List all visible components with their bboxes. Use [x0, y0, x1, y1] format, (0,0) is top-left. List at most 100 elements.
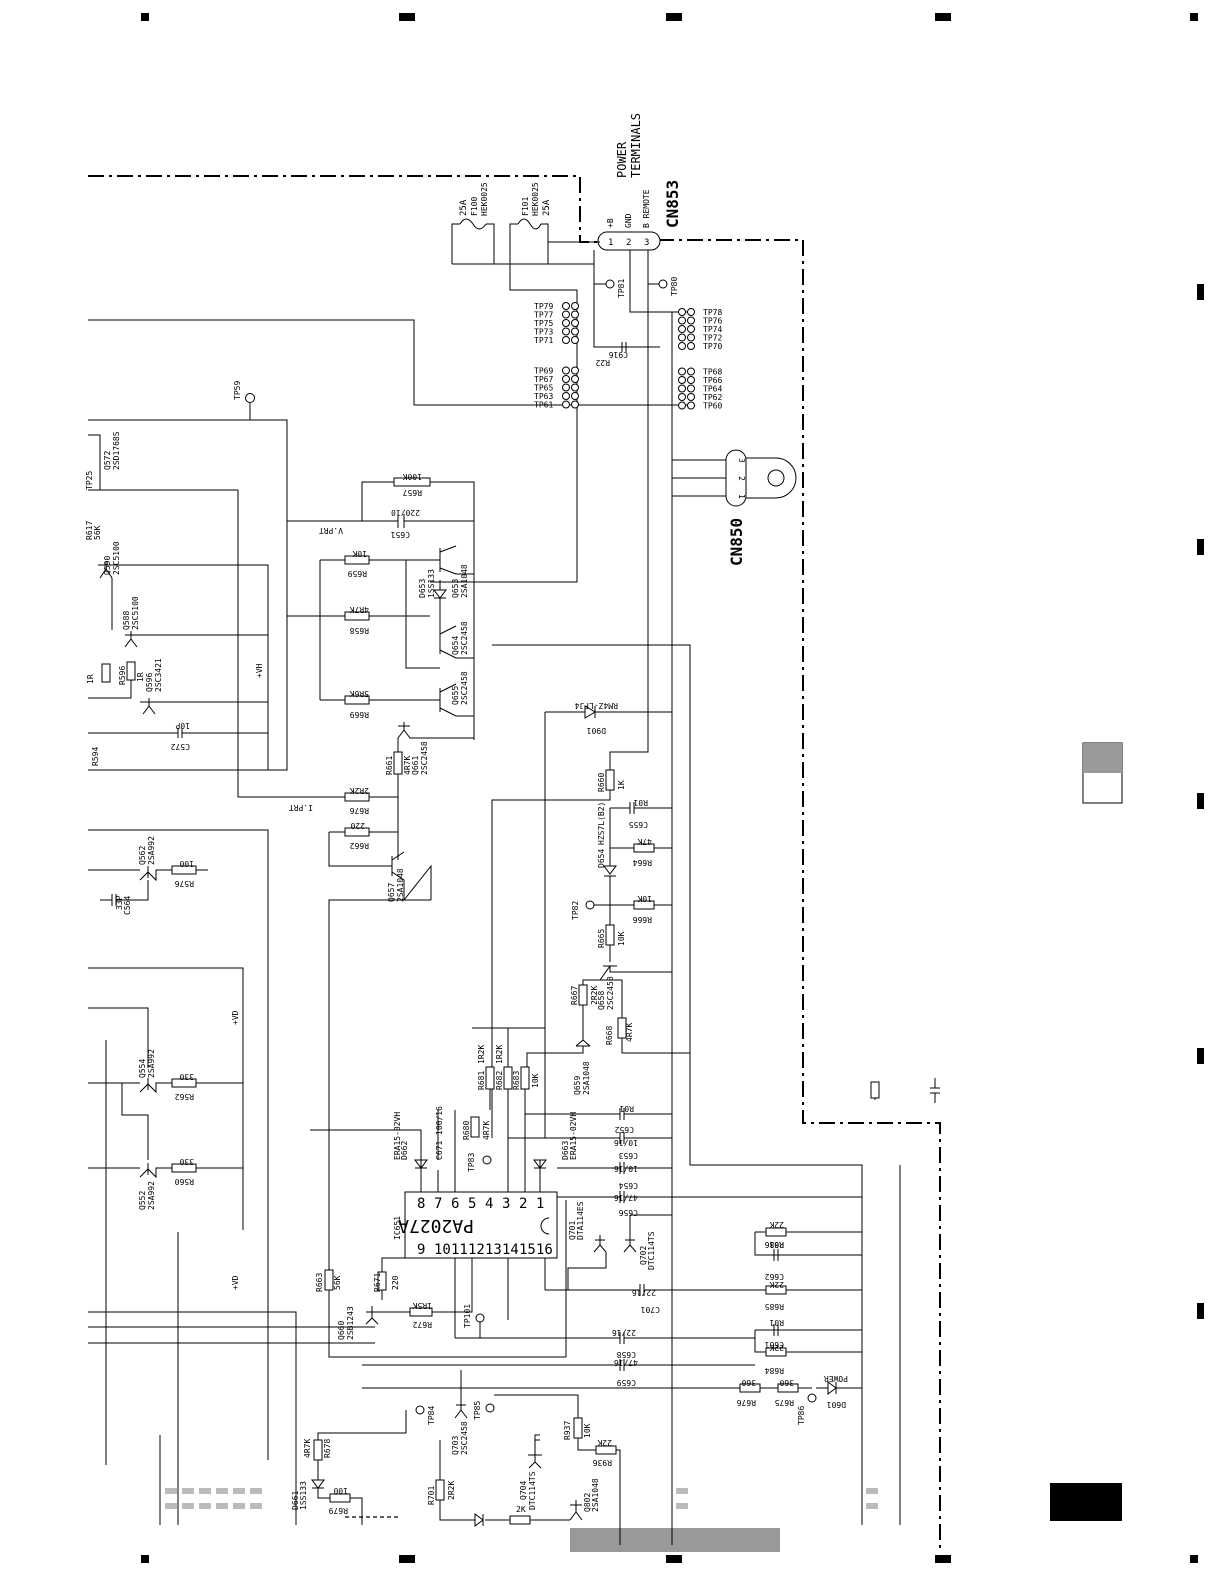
svg-text:2SB1243: 2SB1243 [346, 1306, 355, 1340]
testpoint-tp59: TP59 [233, 381, 255, 420]
svg-text:10/16: 10/16 [614, 1138, 638, 1147]
svg-text:TP25: TP25 [85, 471, 94, 490]
svg-text:2SA1048: 2SA1048 [582, 1061, 591, 1095]
ic651-part: PA2027A [398, 1215, 474, 1236]
ic651-pin-3: 3 [502, 1196, 510, 1212]
svg-text:R668: R668 [605, 1026, 614, 1045]
svg-text:R671: R671 [373, 1273, 382, 1292]
ic651-pin-11: 11 [451, 1242, 468, 1258]
svg-text:1SS133: 1SS133 [427, 569, 436, 598]
svg-text:R683: R683 [512, 1071, 521, 1090]
svg-text:Q596: Q596 [145, 673, 154, 692]
svg-text:TP60: TP60 [703, 402, 722, 411]
testpoint-tp70: TP70 [678, 342, 722, 351]
svg-text:TP64: TP64 [703, 385, 722, 394]
cn853-label-gnd: GND [624, 213, 633, 228]
svg-text:R665: R665 [597, 929, 606, 948]
svg-text:10/16: 10/16 [614, 1164, 638, 1173]
svg-text:R936: R936 [593, 1458, 612, 1467]
svg-text:Q552: Q552 [138, 1191, 147, 1210]
svg-text:4: 4 [485, 1196, 493, 1212]
svg-text:R664: R664 [633, 858, 652, 867]
svg-text:R669: R669 [350, 710, 369, 719]
svg-text:22K: 22K [597, 1438, 612, 1447]
testpoint-tp74: TP74 [678, 325, 722, 334]
svg-text:Q588: Q588 [122, 611, 131, 630]
ic651-ref: IC651 [393, 1216, 402, 1240]
ic651-pin-1: 1 [536, 1196, 544, 1212]
svg-text:TP85: TP85 [473, 1401, 482, 1420]
svg-text:R682: R682 [495, 1071, 504, 1090]
cn853-pin-1: 1 [608, 238, 613, 248]
svg-text:100/16: 100/16 [435, 1106, 444, 1135]
right-resistor-network: 22K R686 R01 C662 22K R685 C661 R01 22K … [362, 1220, 862, 1387]
svg-text:TP71: TP71 [534, 336, 553, 345]
testpoint-tp78: TP78 [678, 308, 722, 317]
svg-text:R679: R679 [329, 1506, 348, 1515]
testpoint-tp66: TP66 [678, 376, 722, 385]
svg-text:330: 330 [179, 1157, 194, 1166]
testpoint-tp69: TP69 [534, 366, 579, 376]
svg-text:4R7K: 4R7K [482, 1121, 491, 1140]
q661-stage: R661 4R7K Q661 2SC2458 2R2K R676 I.PRT 2… [237, 490, 566, 1358]
svg-text:Q590: Q590 [103, 556, 112, 575]
testpoint-tp80: TP80 [658, 277, 679, 296]
svg-text:1: 1 [737, 494, 746, 499]
svg-text:C671: C671 [435, 1141, 444, 1160]
ic651-pin-2: 2 [519, 1196, 527, 1212]
svg-text:3: 3 [737, 458, 746, 463]
svg-text:R661: R661 [385, 756, 394, 775]
svg-text:R937: R937 [563, 1421, 572, 1440]
svg-text:R660: R660 [597, 773, 606, 792]
svg-text:R675: R675 [775, 1398, 794, 1407]
testpoint-tp77: TP77 [534, 310, 579, 320]
ic651-pin-5: 5 [468, 1196, 476, 1212]
svg-text:R676: R676 [737, 1398, 756, 1407]
svg-text:Q659: Q659 [573, 1076, 582, 1095]
svg-text:2SA1048: 2SA1048 [591, 1478, 600, 1512]
fuse-f101-rating: 25A [542, 199, 552, 216]
svg-text:2SC5100: 2SC5100 [112, 541, 121, 575]
fuse-f100-ref: F100 [470, 197, 479, 216]
svg-text:1R2K: 1R2K [477, 1045, 486, 1064]
svg-text:22/16: 22/16 [612, 1328, 636, 1337]
svg-text:2SA992: 2SA992 [147, 1049, 156, 1078]
svg-text:Q661: Q661 [411, 756, 420, 775]
cn853-pin-2: 2 [626, 238, 631, 248]
svg-text:R22: R22 [595, 358, 610, 367]
ic651-pin-7: 7 [434, 1196, 442, 1212]
fuse-f101-ref: F101 [521, 197, 530, 216]
svg-text:2: 2 [519, 1196, 527, 1212]
fuse-f101: F101 HEK0025 25A [509, 182, 552, 264]
svg-text:TP68: TP68 [703, 368, 722, 377]
fuse-f100-part: HEK0025 [480, 182, 489, 216]
svg-text:TP76: TP76 [703, 317, 722, 326]
svg-text:C572: C572 [171, 742, 190, 751]
testpoint-tp68: TP68 [678, 367, 722, 377]
svg-text:TP66: TP66 [703, 376, 722, 385]
svg-text:2: 2 [737, 476, 746, 481]
svg-text:360: 360 [779, 1378, 794, 1387]
svg-text:R659: R659 [348, 569, 367, 578]
svg-text:D654: D654 [597, 849, 606, 868]
svg-text:D601: D601 [827, 1400, 846, 1409]
svg-text:Q802: Q802 [583, 1493, 592, 1512]
svg-text:+VD: +VD [231, 1275, 240, 1290]
svg-text:TP84: TP84 [427, 1406, 436, 1425]
svg-text:POWER: POWER [824, 1374, 848, 1383]
svg-text:D661: D661 [291, 1491, 300, 1510]
testpoint-tp81: TP81 [605, 279, 626, 298]
svg-text:2SA992: 2SA992 [147, 836, 156, 865]
svg-text:2SC2458: 2SC2458 [420, 741, 429, 775]
svg-text:16: 16 [536, 1242, 553, 1258]
svg-text:C653: C653 [619, 1151, 638, 1160]
svg-text:13: 13 [485, 1242, 502, 1258]
cn853-pin-3: 3 [644, 238, 649, 248]
svg-text:TP62: TP62 [703, 393, 722, 402]
svg-text:2SC2458: 2SC2458 [460, 621, 469, 655]
svg-text:C661: C661 [765, 1340, 784, 1349]
testpoint-tp76: TP76 [678, 316, 722, 326]
svg-text:7: 7 [434, 1196, 442, 1212]
svg-text:TP61: TP61 [534, 401, 553, 410]
